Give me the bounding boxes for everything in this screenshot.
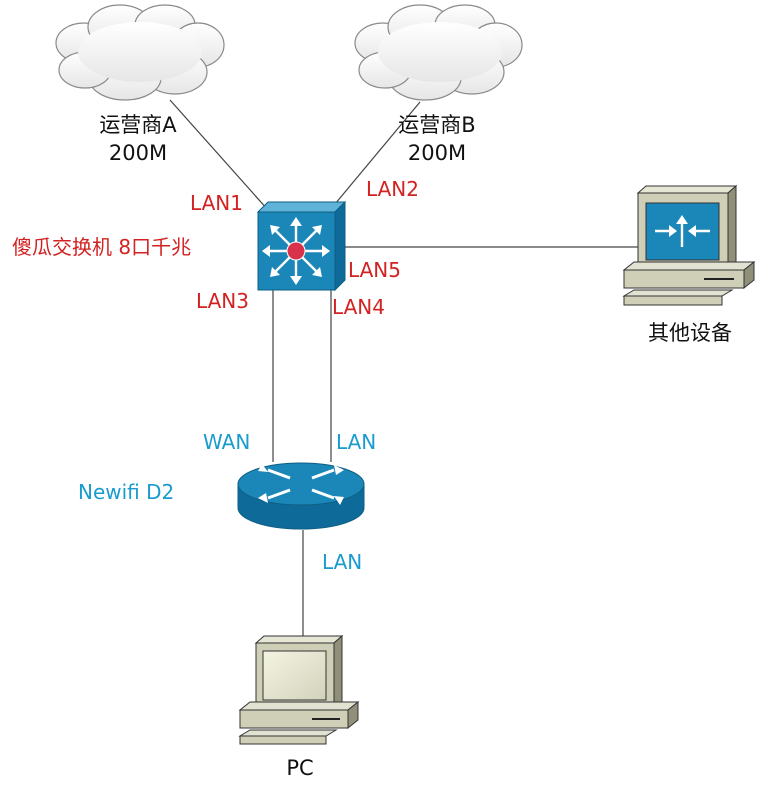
isp-b-name: 运营商B (398, 113, 475, 137)
link-isp-a-switch (169, 99, 269, 211)
isp-b-bandwidth: 200M (408, 141, 466, 165)
isp-a-cloud-icon (55, 4, 225, 101)
pc-name: PC (286, 756, 313, 780)
port-lan2-label: LAN2 (366, 177, 419, 201)
pc-computer-icon (238, 634, 360, 745)
port-lan3-label: LAN3 (196, 289, 249, 313)
switch-name: 傻瓜交换机 8口千兆 (12, 235, 191, 259)
port-lan5-label: LAN5 (348, 258, 401, 282)
link-isp-b-switch (329, 101, 421, 211)
isp-a-name: 运营商A (99, 113, 177, 137)
other-device-name: 其他设备 (648, 321, 732, 345)
connections (169, 99, 642, 640)
router-lan-down-label: LAN (322, 550, 362, 574)
isp-a-bandwidth: 200M (109, 141, 167, 165)
port-lan1-label: LAN1 (190, 191, 243, 215)
switch-icon (256, 200, 347, 292)
port-lan4-label: LAN4 (332, 295, 385, 319)
other-device-computer-icon (622, 184, 756, 306)
router-wan-label: WAN (203, 430, 250, 454)
router-icon (237, 462, 365, 530)
isp-b-cloud-icon (354, 4, 523, 101)
router-name: Newifi D2 (78, 480, 174, 504)
router-lan-up-label: LAN (336, 430, 376, 454)
